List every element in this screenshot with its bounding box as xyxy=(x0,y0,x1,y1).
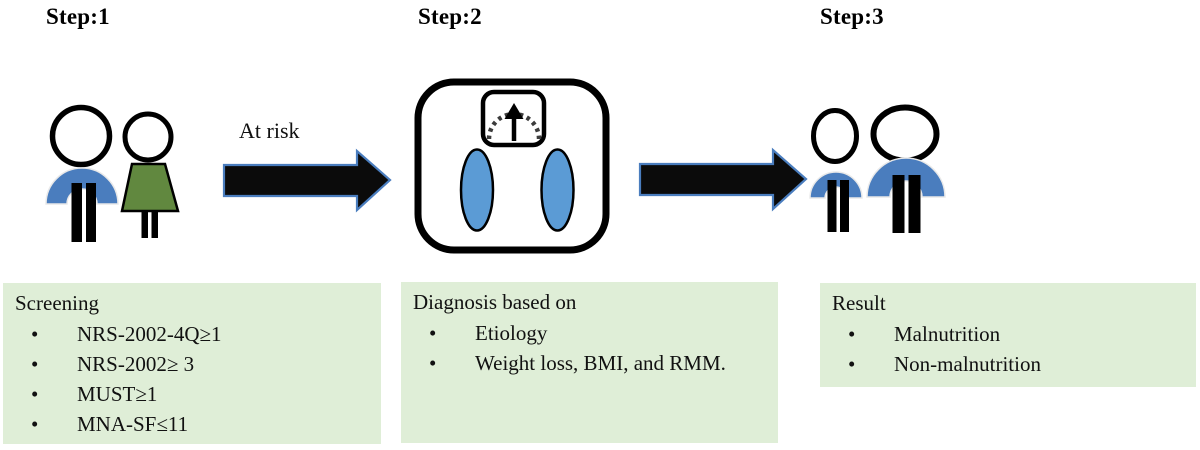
result-item: Non-malnutrition xyxy=(832,349,1186,379)
at-risk-label: At risk xyxy=(239,118,300,143)
result-list: Malnutrition Non-malnutrition xyxy=(832,319,1186,379)
diagnosis-title: Diagnosis based on xyxy=(413,290,577,314)
thin-person-icon xyxy=(809,108,863,232)
step-1-label: Step:1 xyxy=(46,4,110,29)
screening-item: NRS-2002-4Q≥1 xyxy=(15,319,371,349)
screening-list: NRS-2002-4Q≥1 NRS-2002≥ 3 MUST≥1 MNA-SF≤… xyxy=(15,319,371,439)
right-arrow-icon xyxy=(222,148,392,213)
diagnosis-box: Diagnosis based on Etiology Weight loss,… xyxy=(401,282,778,443)
screening-title: Screening xyxy=(15,291,99,315)
screening-item: MUST≥1 xyxy=(15,379,371,409)
step-2-label: Step:2 xyxy=(418,4,482,29)
step-3-label: Step:3 xyxy=(820,4,884,29)
diagnosis-item: Etiology xyxy=(413,318,768,348)
screening-item: MNA-SF≤11 xyxy=(15,409,371,439)
diagnosis-list: Etiology Weight loss, BMI, and RMM. xyxy=(413,318,768,378)
screening-box: Screening NRS-2002-4Q≥1 NRS-2002≥ 3 MUST… xyxy=(3,283,381,444)
result-item: Malnutrition xyxy=(832,319,1186,349)
large-person-icon xyxy=(866,104,946,233)
right-arrow-icon xyxy=(638,147,808,212)
man-figure-icon xyxy=(45,104,119,242)
weighing-scale-icon xyxy=(414,78,610,254)
result-title: Result xyxy=(832,291,886,315)
diagnosis-item: Weight loss, BMI, and RMM. xyxy=(413,348,768,378)
woman-figure-icon xyxy=(120,111,180,238)
screening-item: NRS-2002≥ 3 xyxy=(15,349,371,379)
result-box: Result Malnutrition Non-malnutrition xyxy=(820,283,1196,387)
